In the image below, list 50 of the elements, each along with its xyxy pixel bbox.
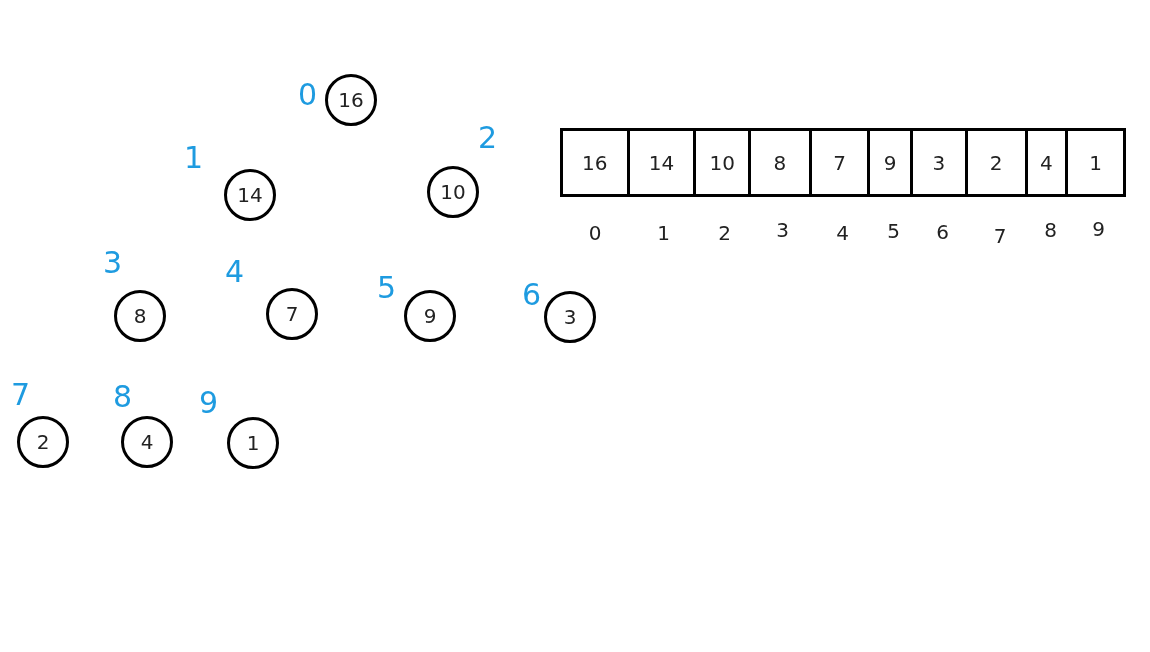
array-cell: 14 bbox=[629, 131, 697, 194]
node-value: 14 bbox=[237, 183, 263, 207]
index-label: 9 bbox=[1091, 217, 1106, 241]
index-label: 1 bbox=[656, 221, 671, 245]
heap-node-circle bbox=[325, 74, 377, 126]
heap-node-circle bbox=[544, 291, 596, 343]
index-annotation: 3 bbox=[103, 248, 123, 278]
node-value: 10 bbox=[440, 180, 466, 204]
array-cell: 4 bbox=[1027, 131, 1069, 194]
heap-node-circle bbox=[427, 166, 479, 218]
heap-node-circle bbox=[121, 416, 173, 468]
heap-node-circle bbox=[224, 169, 276, 221]
array-cell: 7 bbox=[811, 131, 871, 194]
index-label: 6 bbox=[935, 220, 950, 244]
heap-node-circle bbox=[266, 288, 318, 340]
index-label: 8 bbox=[1043, 218, 1058, 242]
heap-node-circle bbox=[404, 290, 456, 342]
index-label: 4 bbox=[835, 221, 850, 245]
array-cell-text: 1 bbox=[1088, 149, 1103, 177]
index-annotation: 7 bbox=[11, 380, 31, 410]
index-annotation: 8 bbox=[113, 382, 133, 412]
array-cell: 9 bbox=[870, 131, 914, 194]
index-label: 3 bbox=[775, 218, 790, 242]
node-value: 8 bbox=[133, 304, 147, 328]
index-annotation: 1 bbox=[184, 143, 204, 173]
index-annotation: 2 bbox=[478, 123, 498, 153]
index-annotation: 9 bbox=[199, 388, 219, 418]
index-label: 2 bbox=[717, 221, 732, 245]
node-value: 3 bbox=[563, 305, 577, 329]
node-value: 16 bbox=[338, 88, 364, 112]
index-label: 7 bbox=[992, 224, 1008, 248]
heap-node-circle bbox=[17, 416, 69, 468]
node-value: 4 bbox=[140, 430, 154, 454]
array-cell: 3 bbox=[913, 131, 968, 194]
array-cell: 8 bbox=[751, 131, 812, 194]
heap-node-circle bbox=[227, 417, 279, 469]
index-annotation: 5 bbox=[377, 273, 397, 303]
heap-node-circle bbox=[114, 290, 166, 342]
index-annotation: 6 bbox=[522, 280, 542, 310]
array-cell: 2 bbox=[967, 131, 1028, 194]
node-value: 2 bbox=[36, 430, 50, 454]
index-annotation: 0 bbox=[298, 80, 318, 110]
index-label: 5 bbox=[886, 219, 901, 243]
array-cell: 16 bbox=[563, 131, 630, 194]
index-annotation: 4 bbox=[225, 257, 245, 287]
node-value: 9 bbox=[423, 304, 437, 328]
array-cell: 10 bbox=[696, 131, 751, 194]
node-value: 1 bbox=[246, 431, 260, 455]
index-label: 0 bbox=[587, 221, 603, 245]
node-value: 7 bbox=[285, 302, 299, 326]
